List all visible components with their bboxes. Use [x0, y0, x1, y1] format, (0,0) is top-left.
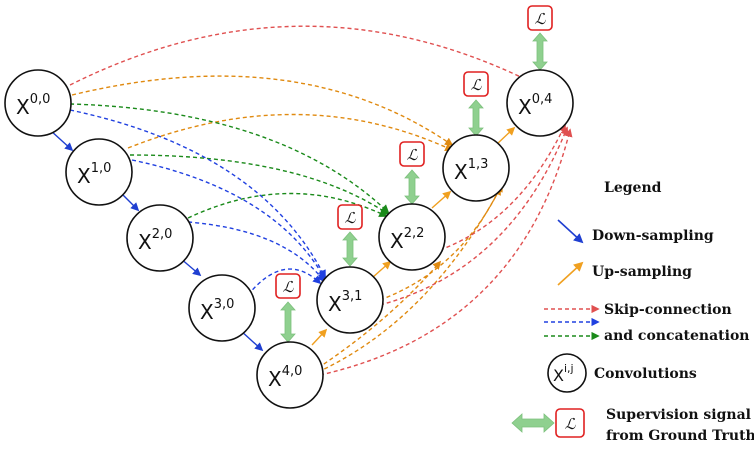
svg-text:Xi,j: Xi,j — [553, 362, 574, 385]
up-sampling-arrows — [311, 126, 516, 346]
skip-x31-x04 — [379, 126, 569, 306]
legend-conv-base: X — [553, 366, 564, 385]
supervision-signals: ℒ ℒ ℒ ℒ ℒ — [275, 5, 553, 343]
legend-supervision-line2: from Ground Truth — [606, 428, 754, 444]
supervision-arrow — [280, 301, 296, 343]
supervision-x13: ℒ — [463, 71, 489, 137]
svg-text:X1,0: X1,0 — [77, 161, 111, 188]
legend-down-arrow — [557, 219, 584, 244]
svg-text:X0,4: X0,4 — [518, 92, 552, 119]
node-base: X — [16, 95, 30, 119]
up-x13-x04 — [495, 126, 516, 146]
skip-x10-x31 — [131, 159, 326, 281]
node-sup: 4,0 — [282, 364, 303, 379]
loss-box — [399, 141, 425, 167]
loss-box — [527, 5, 553, 31]
skip-x00-x22 — [69, 103, 390, 214]
legend-down-sampling: Down-sampling — [592, 228, 714, 244]
node-x20: X2,0 — [126, 204, 194, 272]
node-base: X — [454, 160, 468, 184]
skip-x40-x13 — [317, 183, 503, 373]
node-base: X — [77, 164, 91, 188]
node-x31: X3,1 — [316, 266, 384, 334]
down-x00-x10 — [49, 129, 74, 152]
loss-symbol: ℒ — [471, 76, 483, 94]
node-x30: X3,0 — [188, 274, 256, 342]
svg-text:X1,3: X1,3 — [454, 157, 488, 184]
up-x40-x31 — [311, 328, 328, 346]
up-x31-x22 — [371, 260, 392, 279]
skip-x30-x31 — [247, 268, 322, 296]
loss-symbol: ℒ — [345, 209, 357, 227]
node-base: X — [390, 229, 404, 253]
node-sup: 2,0 — [152, 227, 173, 242]
node-x04: X0,4 — [506, 69, 574, 137]
svg-text:X0,0: X0,0 — [16, 92, 50, 119]
legend: Legend Down-sampling Up-sampling Skip-co… — [511, 180, 754, 444]
legend-up-sampling: Up-sampling — [592, 264, 692, 280]
skip-x10-x13 — [127, 113, 454, 152]
svg-text:X3,1: X3,1 — [328, 289, 362, 316]
legend-title: Legend — [604, 180, 662, 196]
loss-symbol: ℒ — [407, 146, 419, 164]
legend-conv-sup: i,j — [564, 362, 574, 375]
node-base: X — [518, 95, 532, 119]
loss-box — [275, 273, 301, 299]
node-x13: X1,3 — [442, 134, 510, 202]
skip-x00-x31 — [69, 109, 326, 279]
skip-x00-x13 — [71, 75, 454, 146]
svg-text:X2,2: X2,2 — [390, 226, 424, 253]
supervision-x04: ℒ — [527, 5, 553, 71]
node-base: X — [268, 367, 282, 391]
node-x22: X2,2 — [378, 203, 446, 271]
node-base: X — [138, 230, 152, 254]
node-sup: 2,2 — [404, 226, 425, 241]
legend-loss-box — [555, 408, 585, 438]
legend-supervision-line1: Supervision signal — [606, 407, 751, 423]
legend-loss-symbol: ℒ — [565, 415, 577, 433]
supervision-x22: ℒ — [399, 141, 425, 205]
loss-symbol: ℒ — [283, 278, 295, 296]
nodes: X0,0 X1,0 X2,0 X3,0 X4,0 X3,1 X2,2 X1,3 — [4, 69, 574, 409]
skip-x10-x22 — [129, 154, 390, 215]
supervision-arrow — [404, 169, 420, 205]
skip-x22-x04 — [439, 123, 566, 251]
skip-x31-x13 — [379, 186, 501, 301]
loss-box — [463, 71, 489, 97]
node-x40: X4,0 — [256, 341, 324, 409]
up-x22-x13 — [431, 190, 452, 209]
node-x00: X0,0 — [4, 69, 72, 137]
legend-convolutions: Convolutions — [594, 366, 697, 382]
legend-up-arrow — [557, 261, 584, 286]
node-x10: X1,0 — [65, 138, 133, 206]
skip-x00-x04 — [69, 25, 529, 86]
svg-text:X3,0: X3,0 — [200, 297, 234, 324]
node-sup: 0,0 — [30, 92, 51, 107]
node-sup: 1,0 — [91, 161, 112, 176]
loss-box — [337, 204, 363, 230]
supervision-x40: ℒ — [275, 273, 301, 343]
legend-skip-line2: and concatenation — [604, 328, 749, 344]
supervision-arrow — [532, 32, 548, 71]
node-sup: 3,1 — [342, 289, 363, 304]
node-sup: 1,3 — [468, 157, 489, 172]
legend-skip-line1: Skip-connection — [604, 302, 732, 318]
supervision-arrow — [468, 99, 484, 137]
legend-supervision-arrow — [511, 413, 555, 433]
supervision-arrow — [342, 231, 358, 267]
node-sup: 0,4 — [532, 92, 553, 107]
loss-symbol: ℒ — [535, 10, 547, 28]
legend-conv-symbol — [547, 353, 587, 393]
svg-text:X2,0: X2,0 — [138, 227, 172, 254]
node-sup: 3,0 — [214, 297, 235, 312]
svg-text:X4,0: X4,0 — [268, 364, 302, 391]
node-base: X — [328, 292, 342, 316]
skip-x40-x04 — [319, 128, 573, 376]
skip-connections — [69, 25, 573, 376]
skip-x20-x31 — [187, 221, 326, 283]
node-base: X — [200, 300, 214, 324]
supervision-x31: ℒ — [337, 204, 363, 267]
